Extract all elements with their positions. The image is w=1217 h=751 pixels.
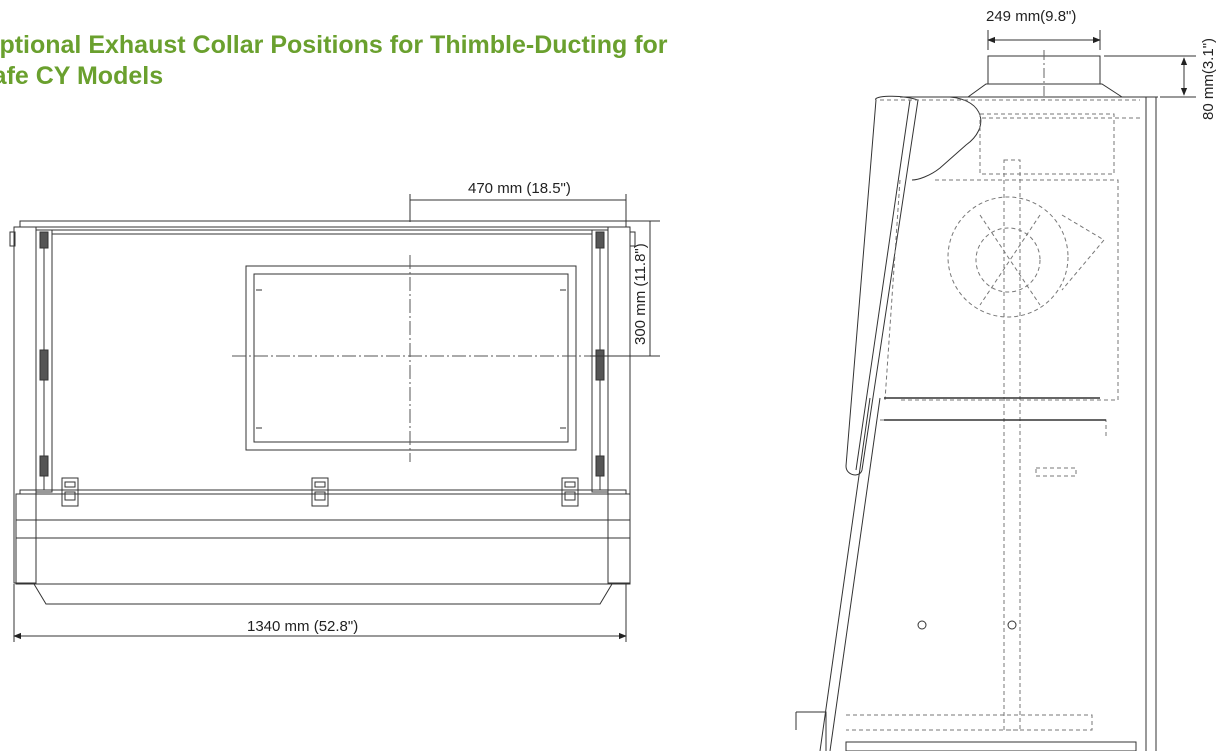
lower-lip	[33, 583, 613, 605]
collar-transition	[967, 83, 1123, 98]
dim-collar-height-label: 80 mm(3.1")	[1200, 38, 1217, 120]
hinge-center	[311, 477, 329, 507]
side-sash	[845, 95, 919, 476]
front-body	[15, 537, 631, 585]
left-post	[13, 226, 37, 584]
title-line-2: Safe CY Models	[0, 62, 164, 90]
hinge-left	[61, 477, 79, 507]
front-slope	[829, 397, 881, 751]
drawing-title: Optional Exhaust Collar Positions for Th…	[0, 30, 780, 92]
hinge-right	[561, 477, 579, 507]
dim-collar-width-label: 249 mm(9.8")	[986, 8, 1076, 25]
right-post	[607, 226, 631, 584]
dim-height-label: 300 mm (11.8")	[632, 243, 649, 345]
exhaust-opening-outer	[245, 265, 577, 451]
dim-width-label: 1340 mm (52.8")	[247, 618, 358, 635]
sash-panel	[51, 229, 593, 491]
title-line-1: Optional Exhaust Collar Positions for Th…	[0, 31, 668, 59]
side-hole-right	[1007, 620, 1017, 630]
front-view	[9, 220, 636, 605]
side-hole-left	[917, 620, 927, 630]
blower-housing	[947, 196, 1069, 318]
dim-offset-label: 470 mm (18.5")	[468, 180, 571, 197]
front-dimensions	[13, 194, 660, 642]
base-band	[15, 493, 631, 539]
top-rail	[19, 220, 627, 228]
side-view	[795, 50, 1158, 751]
exhaust-opening-inner	[253, 273, 569, 443]
side-dimensions	[987, 30, 1196, 98]
